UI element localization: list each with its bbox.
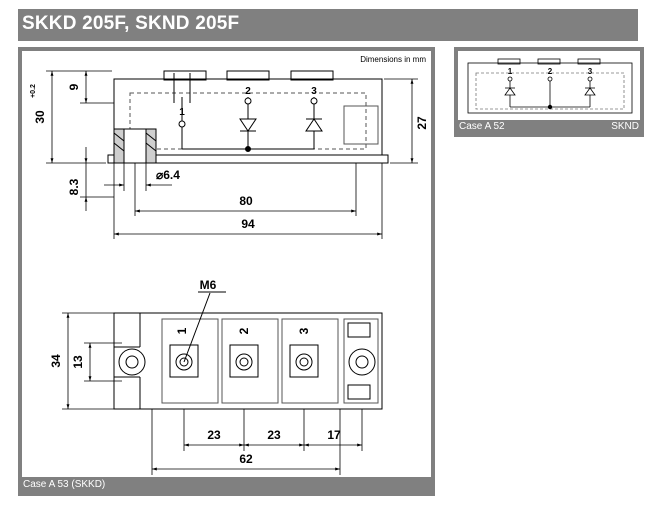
circuit-panel: 1 2 3 Case A 52 SKND xyxy=(454,47,644,137)
main-drawing-area: Dimensions in mm xyxy=(22,51,431,477)
dim-hole-diameter: ⌀6.4 xyxy=(156,168,180,182)
top-terminal-1-label: 1 xyxy=(175,327,189,334)
circuit-body-outline xyxy=(467,62,633,114)
circuit-terminal-1-label: 1 xyxy=(508,67,513,76)
top-terminal-3-label: 3 xyxy=(297,327,311,334)
dim-34: 34 xyxy=(49,354,63,368)
side-terminal-1-label: 1 xyxy=(179,107,185,118)
top-view xyxy=(113,292,383,410)
top-view-body xyxy=(113,312,383,410)
main-case-caption: Case A 53 (SKKD) xyxy=(23,479,106,490)
dim-13: 13 xyxy=(71,355,85,369)
top-view-dimensions xyxy=(62,312,363,475)
dim-right: 27 xyxy=(415,116,429,130)
dim-17: 17 xyxy=(327,428,341,442)
dimension-drawing: Dimensions in mm xyxy=(30,55,429,475)
top-terminal-2-label: 2 xyxy=(237,327,251,334)
dimensions-note: Dimensions in mm xyxy=(360,55,426,64)
dim-23-second: 23 xyxy=(267,428,281,442)
dim-62: 62 xyxy=(239,452,253,466)
dim-height-total: 30 xyxy=(33,110,47,124)
title-bar: SKKD 205F, SKND 205F xyxy=(18,9,638,41)
dim-80: 80 xyxy=(239,194,253,208)
side-view xyxy=(107,70,389,164)
page-title: SKKD 205F, SKND 205F xyxy=(22,13,240,34)
circuit-type-caption: SKND xyxy=(611,121,639,132)
circuit-terminal-2-label: 2 xyxy=(548,67,553,76)
thread-label-m6: M6 xyxy=(200,278,217,292)
dim-23-first: 23 xyxy=(207,428,221,442)
dim-94: 94 xyxy=(241,217,255,231)
main-drawing-panel: Dimensions in mm xyxy=(18,47,435,496)
circuit-drawing-area: 1 2 3 xyxy=(458,51,640,120)
dim-height-tolerance: +0.2 xyxy=(30,84,37,98)
side-terminal-2-label: 2 xyxy=(245,86,251,97)
dim-bottom: 8.3 xyxy=(67,178,81,195)
dim-top: 9 xyxy=(67,83,81,90)
circuit-terminal-3-label: 3 xyxy=(588,67,593,76)
side-terminal-3-label: 3 xyxy=(311,86,317,97)
side-view-dimensions xyxy=(46,70,418,239)
circuit-case-caption: Case A 52 xyxy=(459,121,505,132)
circuit-diagram: 1 2 3 xyxy=(467,58,633,114)
